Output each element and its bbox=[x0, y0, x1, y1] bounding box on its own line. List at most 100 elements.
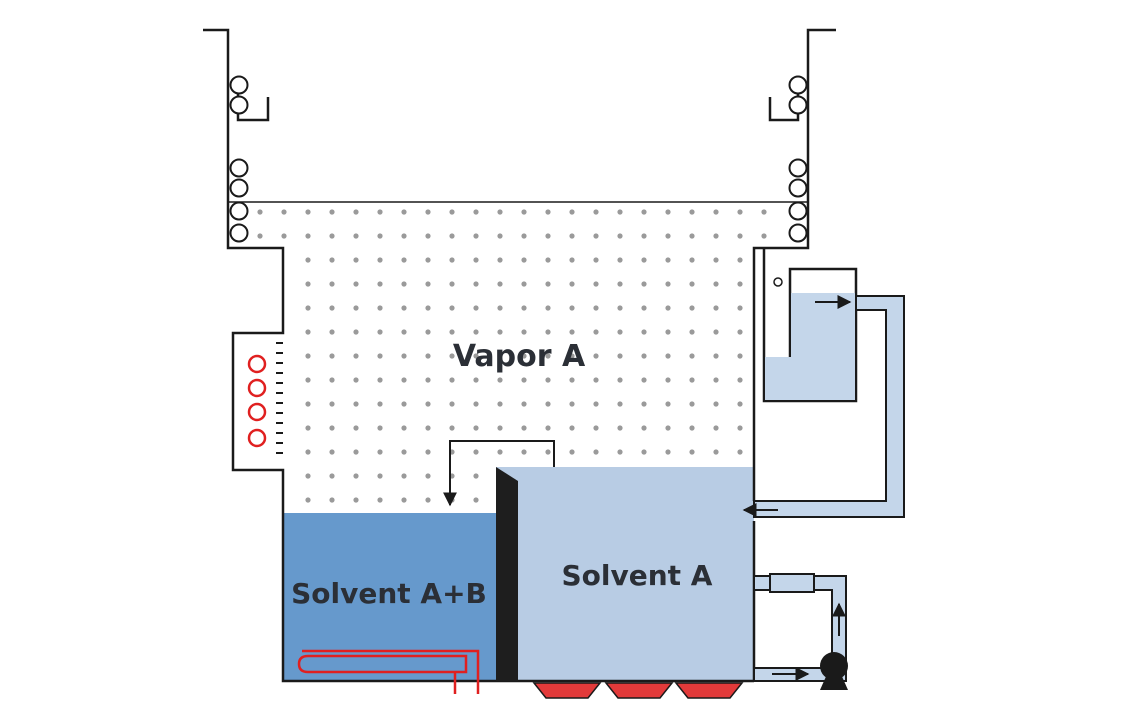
vapor-dot bbox=[569, 401, 575, 407]
vapor-dot bbox=[545, 329, 551, 335]
vapor-dot bbox=[425, 449, 431, 455]
vapor-dot bbox=[329, 353, 335, 359]
vapor-dot bbox=[425, 305, 431, 311]
vapor-dot bbox=[353, 281, 359, 287]
vapor-dot bbox=[449, 305, 455, 311]
vapor-dot bbox=[665, 281, 671, 287]
cooling-coils bbox=[229, 75, 808, 243]
vapor-dot bbox=[689, 209, 695, 215]
vapor-dot bbox=[593, 425, 599, 431]
vapor-dot bbox=[473, 257, 479, 263]
vapor-dot bbox=[377, 425, 383, 431]
coil-ring-icon bbox=[788, 158, 808, 178]
vapor-dot bbox=[545, 401, 551, 407]
vapor-dot bbox=[545, 377, 551, 383]
vapor-dot bbox=[281, 233, 287, 239]
vapor-dot bbox=[401, 377, 407, 383]
vapor-dot bbox=[713, 401, 719, 407]
vapor-dot bbox=[641, 257, 647, 263]
vapor-dot bbox=[617, 449, 623, 455]
vapor-dot bbox=[617, 425, 623, 431]
vapor-dot bbox=[737, 305, 743, 311]
vapor-dot bbox=[593, 305, 599, 311]
vapor-dot bbox=[737, 257, 743, 263]
vapor-dot bbox=[377, 401, 383, 407]
vapor-dot bbox=[545, 425, 551, 431]
vapor-dot bbox=[713, 377, 719, 383]
vapor-dot bbox=[473, 329, 479, 335]
vapor-dot bbox=[641, 281, 647, 287]
vapor-dot bbox=[449, 281, 455, 287]
vapor-dot bbox=[401, 497, 407, 503]
vapor-dot bbox=[593, 401, 599, 407]
vapor-dot bbox=[545, 209, 551, 215]
vapor-dot bbox=[569, 305, 575, 311]
vapor-dot bbox=[353, 329, 359, 335]
vapor-dot bbox=[665, 233, 671, 239]
vapor-dot bbox=[449, 233, 455, 239]
vapor-dot bbox=[689, 281, 695, 287]
vapor-dot bbox=[401, 209, 407, 215]
water-separator-fill bbox=[765, 357, 855, 400]
vapor-dot bbox=[521, 425, 527, 431]
heater-ring-icon bbox=[247, 402, 267, 422]
vapor-dot bbox=[473, 425, 479, 431]
vapor-dot bbox=[737, 425, 743, 431]
vapor-dot bbox=[689, 257, 695, 263]
solvent-ab-liquid bbox=[283, 513, 496, 681]
vapor-dot bbox=[425, 497, 431, 503]
vapor-dot bbox=[329, 473, 335, 479]
vapor-dot bbox=[737, 329, 743, 335]
vapor-dot bbox=[329, 401, 335, 407]
partition-wall bbox=[496, 467, 518, 681]
vapor-dot bbox=[473, 209, 479, 215]
vapor-dot bbox=[305, 233, 311, 239]
vapor-dot bbox=[497, 305, 503, 311]
vapor-dot bbox=[449, 377, 455, 383]
vapor-dot bbox=[329, 329, 335, 335]
vapor-dot bbox=[473, 353, 479, 359]
vapor-dot bbox=[473, 401, 479, 407]
coil-ring-icon bbox=[229, 95, 249, 115]
vapor-dot bbox=[689, 377, 695, 383]
vapor-dot bbox=[545, 305, 551, 311]
vapor-dot bbox=[545, 281, 551, 287]
vapor-dot bbox=[521, 233, 527, 239]
vapor-dot bbox=[641, 401, 647, 407]
vapor-dot bbox=[329, 425, 335, 431]
vapor-dot bbox=[305, 209, 311, 215]
solvent-a-liquid bbox=[496, 467, 754, 681]
vapor-dot bbox=[449, 401, 455, 407]
vapor-dot bbox=[713, 209, 719, 215]
vapor-dot bbox=[617, 209, 623, 215]
vapor-port-ticks bbox=[276, 342, 283, 454]
pump-icon bbox=[820, 652, 848, 690]
vapor-dot bbox=[401, 305, 407, 311]
vapor-dot bbox=[521, 377, 527, 383]
vapor-dot bbox=[521, 329, 527, 335]
vapor-dot bbox=[641, 329, 647, 335]
vapor-dot bbox=[305, 257, 311, 263]
vapor-dot bbox=[425, 377, 431, 383]
vapor-dot bbox=[305, 305, 311, 311]
vapor-dot bbox=[353, 425, 359, 431]
vapor-dot bbox=[665, 329, 671, 335]
heater-ring-icon bbox=[247, 378, 267, 398]
vapor-dot bbox=[689, 233, 695, 239]
vapor-dot bbox=[377, 329, 383, 335]
coil-ring-icon bbox=[788, 75, 808, 95]
vapor-dot bbox=[689, 305, 695, 311]
vapor-dot bbox=[305, 425, 311, 431]
vapor-dots bbox=[257, 209, 767, 503]
vapor-dot bbox=[449, 425, 455, 431]
vapor-dot bbox=[569, 233, 575, 239]
vapor-dot bbox=[305, 401, 311, 407]
heater-pads bbox=[532, 682, 744, 699]
vapor-dot bbox=[377, 497, 383, 503]
vapor-dot bbox=[305, 329, 311, 335]
vapor-dot bbox=[497, 401, 503, 407]
vapor-dot bbox=[377, 257, 383, 263]
vapor-dot bbox=[665, 425, 671, 431]
vapor-dot bbox=[593, 257, 599, 263]
